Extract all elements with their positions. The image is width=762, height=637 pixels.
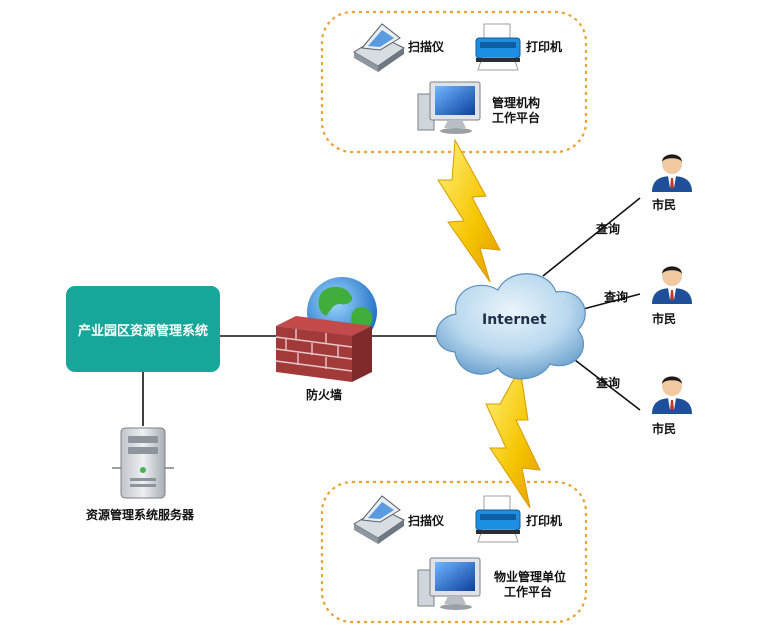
server-icon [112, 427, 174, 499]
monitor-icon [417, 557, 481, 610]
monitor-icon [417, 81, 481, 134]
server-label: 资源管理系统服务器 [86, 508, 195, 522]
firewall-icon [275, 316, 372, 382]
printer-icon [475, 23, 521, 71]
person-icon [652, 154, 692, 192]
firewall-label: 防火墙 [306, 388, 343, 402]
bottom-platform-label-2: 工作平台 [504, 585, 553, 599]
lightning-icon [485, 366, 541, 509]
query-label-1: 查询 [596, 222, 621, 236]
bottom-scanner-label: 扫描仪 [408, 514, 445, 528]
line-internet-citizen-1 [542, 197, 641, 277]
lightning-icon [437, 138, 501, 283]
query-label-2: 查询 [604, 290, 629, 304]
internet-label: Internet [482, 312, 547, 328]
person-icon [652, 266, 692, 304]
scanner-icon [353, 23, 405, 72]
top-scanner-label: 扫描仪 [408, 40, 445, 54]
system-box: 产业园区资源管理系统 [66, 286, 220, 372]
query-label-3: 查询 [596, 376, 621, 390]
cloud-icon [435, 273, 586, 380]
scanner-icon [353, 495, 405, 544]
citizen-label-2: 市民 [652, 312, 677, 326]
bottom-printer-label: 打印机 [526, 514, 563, 528]
citizen-label-1: 市民 [652, 198, 677, 212]
top-platform-label-2: 工作平台 [492, 111, 541, 125]
top-printer-label: 打印机 [526, 40, 563, 54]
person-icon [652, 376, 692, 414]
printer-icon [475, 495, 521, 543]
top-platform-label-1: 管理机构 [492, 96, 541, 110]
system-label: 产业园区资源管理系统 [77, 323, 208, 339]
bottom-platform-label-1: 物业管理单位 [494, 570, 567, 584]
citizen-label-3: 市民 [652, 422, 677, 436]
